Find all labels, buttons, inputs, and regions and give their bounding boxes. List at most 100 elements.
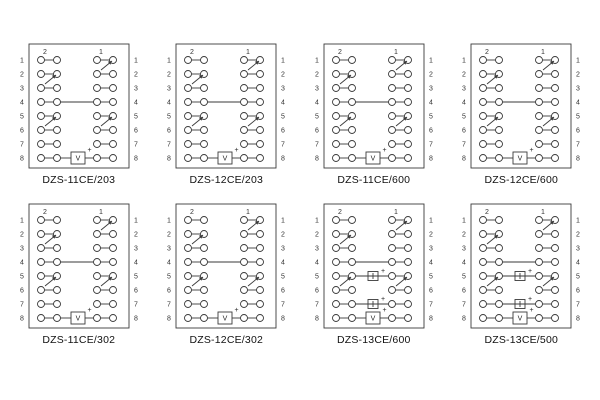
coil-box <box>512 311 528 325</box>
terminal <box>387 286 396 294</box>
terminal <box>256 98 265 106</box>
polarity-symbol: + <box>87 307 91 314</box>
pin-number-right: 7 <box>134 302 138 309</box>
terminal <box>331 272 340 280</box>
terminal <box>403 154 412 162</box>
pin-number-right: 5 <box>281 274 285 281</box>
contact-arrow-icon <box>199 277 204 281</box>
terminal <box>92 84 101 92</box>
pin-number-right: 8 <box>281 316 285 323</box>
terminal <box>535 258 544 266</box>
terminal <box>387 56 396 64</box>
pin-number-right: 6 <box>281 288 285 295</box>
terminal <box>36 300 45 308</box>
pin-number-left: 8 <box>462 316 466 323</box>
column-label-left: 2 <box>338 49 342 56</box>
terminal <box>36 56 45 64</box>
terminal <box>256 244 265 252</box>
pin-number-left: 3 <box>167 246 171 253</box>
contact-arrow-icon <box>107 277 112 281</box>
terminal <box>387 84 396 92</box>
pin-number-left: 5 <box>462 114 466 121</box>
pin-number-left: 2 <box>315 232 319 239</box>
column-label-left: 2 <box>43 49 47 56</box>
pin-number-right: 3 <box>134 246 138 253</box>
contact-arrow-icon <box>255 61 260 65</box>
terminal <box>387 300 396 308</box>
terminal <box>256 314 265 322</box>
diagram-border <box>323 43 425 169</box>
coil-box <box>365 311 381 325</box>
polarity-symbol: + <box>87 147 91 154</box>
pin-number-right: 2 <box>134 72 138 79</box>
column-label-right: 1 <box>246 209 250 216</box>
terminal <box>256 154 265 162</box>
terminal <box>403 244 412 252</box>
contact-arrow-icon <box>494 277 499 281</box>
diagram-label: DZS-12CE/600 <box>484 174 559 186</box>
contact-arrow-icon <box>51 277 56 281</box>
contact-arrow-icon <box>494 117 499 121</box>
pin-number-right: 7 <box>134 142 138 149</box>
terminal <box>36 272 45 280</box>
terminal <box>256 140 265 148</box>
terminal <box>184 98 193 106</box>
terminal <box>403 286 412 294</box>
pin-number-right: 4 <box>134 260 138 267</box>
terminal <box>535 286 544 294</box>
diagram-border <box>28 203 130 329</box>
terminal <box>331 216 340 224</box>
pin-number-right: 3 <box>429 246 433 253</box>
terminal <box>387 98 396 106</box>
pin-number-right: 6 <box>134 288 138 295</box>
terminal <box>36 154 45 162</box>
pin-number-right: 1 <box>429 218 433 225</box>
pin-number-right: 4 <box>281 100 285 107</box>
terminal <box>479 286 488 294</box>
diagram-border <box>470 203 572 329</box>
pin-number-left: 8 <box>167 316 171 323</box>
pin-number-right: 8 <box>429 156 433 163</box>
contact-arrow-icon <box>494 75 499 79</box>
terminal <box>535 70 544 78</box>
pin-number-right: 7 <box>281 302 285 309</box>
diagram-border <box>323 203 425 329</box>
terminal <box>92 98 101 106</box>
column-label-right: 1 <box>394 49 398 56</box>
pin-number-left: 4 <box>315 100 319 107</box>
terminal <box>331 126 340 134</box>
terminal <box>52 300 61 308</box>
column-label-left: 2 <box>190 209 194 216</box>
terminal <box>387 244 396 252</box>
terminal <box>92 216 101 224</box>
terminal <box>387 154 396 162</box>
pin-number-left: 8 <box>167 156 171 163</box>
column-label-right: 1 <box>394 209 398 216</box>
terminal <box>495 300 504 308</box>
terminal <box>331 70 340 78</box>
terminal <box>331 112 340 120</box>
pin-number-right: 6 <box>134 128 138 135</box>
pin-number-right: 7 <box>576 302 580 309</box>
aux-element-box <box>367 299 379 309</box>
aux-element-box <box>367 271 379 281</box>
diagram-label: DZS-13CE/500 <box>484 334 559 346</box>
coil-symbol: V <box>75 156 80 163</box>
diagram-border <box>28 43 130 169</box>
terminal <box>184 216 193 224</box>
terminal <box>36 258 45 266</box>
pin-number-left: 2 <box>20 232 24 239</box>
terminal <box>495 244 504 252</box>
terminal <box>479 216 488 224</box>
terminal <box>331 258 340 266</box>
terminal <box>535 230 544 238</box>
contact-arrow-icon <box>255 117 260 121</box>
pin-number-left: 7 <box>20 142 24 149</box>
terminal <box>495 314 504 322</box>
terminal <box>256 300 265 308</box>
pin-number-right: 5 <box>134 114 138 121</box>
terminal <box>535 84 544 92</box>
pin-number-left: 2 <box>167 232 171 239</box>
